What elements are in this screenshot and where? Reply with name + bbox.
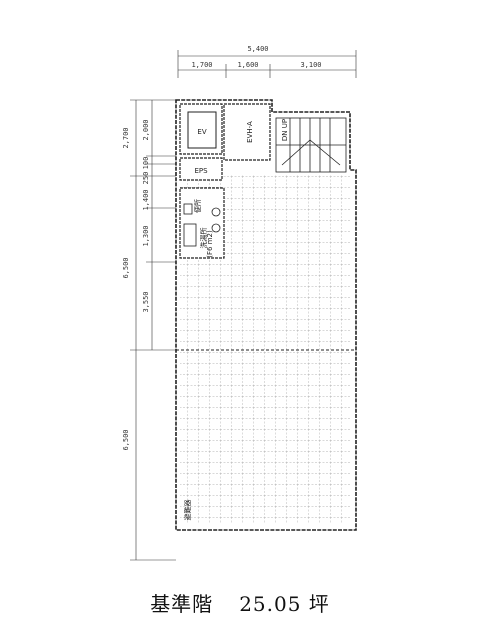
dim-top-seg-1: 1,700: [191, 61, 212, 69]
room-label-kitchen: 洗湯所: [199, 228, 208, 249]
office-floor-area-lower: [180, 350, 350, 524]
eps-room: [179, 157, 223, 181]
stair-label: DN UP: [281, 119, 289, 141]
dim-top-seg-2: 1,600: [237, 61, 258, 69]
stair-icon: [275, 117, 347, 173]
top-dimension-lines: [177, 50, 357, 78]
dim-left-inner-2: 100: [142, 157, 150, 170]
room-label-toilet-note: (F6 m2): [206, 230, 214, 258]
room-label-ev: EV: [197, 128, 206, 136]
dim-left-inner-1: 2,000: [142, 119, 150, 140]
dim-left-inner-3: 250: [142, 172, 150, 185]
dim-left-inner-6: 3,550: [142, 291, 150, 312]
dim-top-total: 5,400: [247, 45, 268, 53]
caption-floor: 基準階: [150, 592, 214, 616]
caption-area: 25.05 坪: [239, 592, 330, 616]
outer-walls: [175, 99, 357, 531]
evh-room: [223, 103, 271, 161]
room-label-bottom-note: 避難器: [183, 500, 192, 521]
dim-left-outer-1: 2,700: [122, 127, 130, 148]
plan-caption: 基準階 25.05 坪: [0, 588, 480, 617]
sink-icon: [183, 203, 193, 215]
elevator-car-icon: [187, 111, 217, 149]
room-label-toilet: 便所: [193, 199, 202, 213]
toilet-icon: [211, 207, 221, 217]
dim-top-seg-3: 3,100: [300, 61, 321, 69]
room-label-evh: EVH-A: [246, 121, 254, 143]
dim-left-outer-2: 6,500: [122, 257, 130, 278]
room-label-eps: EPS: [194, 167, 208, 175]
dim-left-inner-5: 1,300: [142, 225, 150, 246]
dim-left-outer-3: 6,500: [122, 429, 130, 450]
left-dimension-lines: [130, 99, 176, 561]
dim-left-inner-4: 1,400: [142, 189, 150, 210]
washbasin-icon: [183, 223, 197, 247]
toilet-icon-2: [211, 223, 221, 233]
